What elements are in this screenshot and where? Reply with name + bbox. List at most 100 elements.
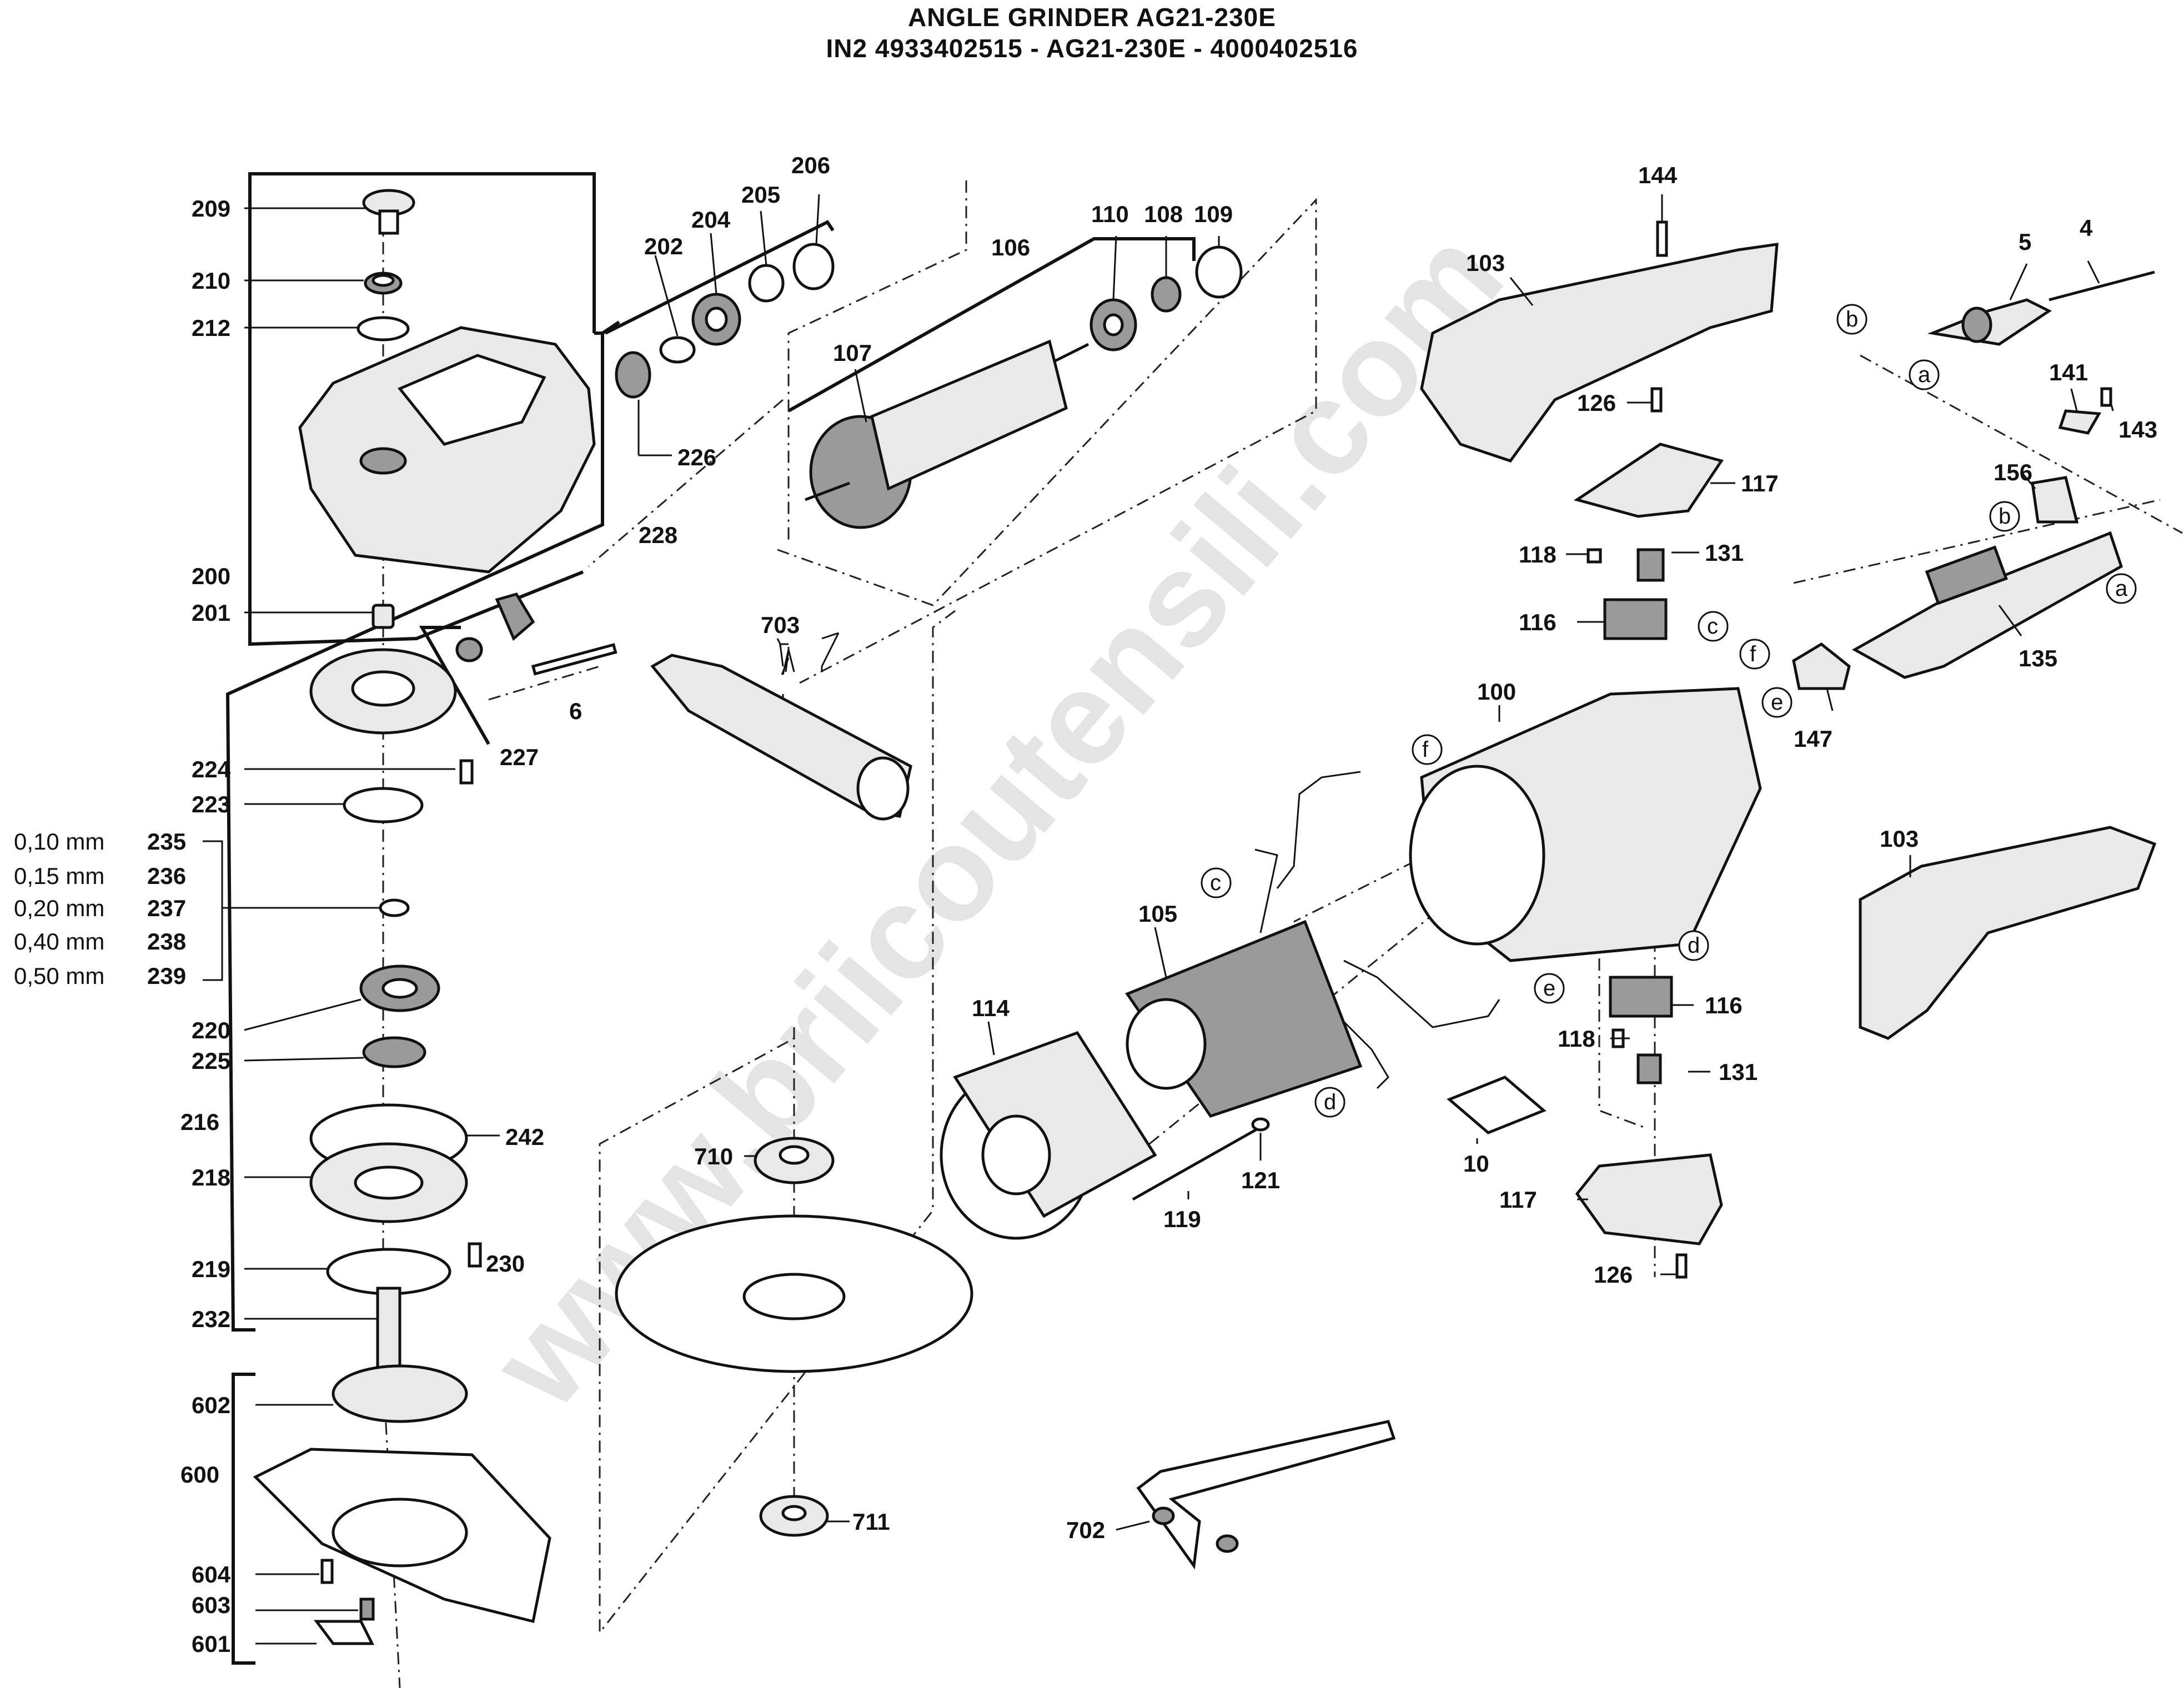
- sleeve-109: [1195, 245, 1243, 299]
- label-601: 601: [192, 1631, 230, 1657]
- label-220: 220: [192, 1017, 230, 1043]
- oring-212: [357, 316, 410, 341]
- label-224: 224: [192, 756, 231, 782]
- label-126-upper: 126: [1577, 390, 1616, 416]
- label-117-lower: 117: [1499, 1187, 1537, 1213]
- label-236: 236: [147, 863, 186, 889]
- connector-b-lower-circle: [1989, 501, 2020, 532]
- diagram-title: ANGLE GRINDER AG21-230E: [908, 3, 1276, 32]
- label-237: 237: [147, 895, 186, 921]
- handle-half-103-upper: [1420, 243, 1779, 463]
- label-116-upper: 116: [1519, 609, 1557, 635]
- seal-225: [362, 1036, 426, 1068]
- screw-143: [2100, 387, 2112, 407]
- guard-600: [253, 1364, 551, 1624]
- screw-118-upper: [1586, 548, 1602, 564]
- grinding-wheel: [615, 1214, 973, 1373]
- label-141: 141: [2049, 359, 2088, 385]
- label-114: 114: [972, 995, 1010, 1021]
- label-121: 121: [1241, 1167, 1280, 1193]
- label-5: 5: [2019, 229, 2031, 255]
- connector-markers: b a b a c f e f c d e d: [1201, 304, 2137, 1118]
- label-103-upper: 103: [1466, 250, 1505, 276]
- label-106: 106: [991, 234, 1030, 260]
- washer-121: [1251, 1117, 1270, 1132]
- connector-d-lower-label: d: [1324, 1090, 1336, 1114]
- switch-135: [1851, 531, 2123, 679]
- screw-126-lower: [1675, 1253, 1688, 1279]
- label-135: 135: [2019, 645, 2057, 671]
- brush-holder-116-upper: [1603, 598, 1668, 640]
- label-6: 6: [569, 698, 582, 724]
- screw-119: [1132, 1126, 1262, 1201]
- field-coil-105: [1125, 920, 1363, 1118]
- part-147: [1792, 642, 1851, 690]
- gear-housing-200: [298, 326, 596, 574]
- label-205: 205: [741, 182, 780, 208]
- label-710: 710: [694, 1143, 733, 1169]
- label-239: 239: [147, 963, 186, 989]
- washer-202: [659, 336, 696, 364]
- cover-117-lower: [1575, 1153, 1723, 1245]
- shim-size-239: 0,50 mm: [14, 963, 104, 989]
- label-110: 110: [1091, 201, 1129, 227]
- cover-117-upper: [1574, 443, 1724, 518]
- screw-144: [1656, 220, 1668, 257]
- label-228: 228: [639, 522, 677, 548]
- label-156: 156: [1994, 459, 2032, 485]
- handle-half-103-lower: [1859, 826, 2157, 1040]
- spring-603: [359, 1597, 375, 1621]
- label-227: 227: [500, 744, 539, 770]
- label-702: 702: [1066, 1517, 1105, 1543]
- label-117-upper: 117: [1741, 470, 1779, 496]
- shim-size-238: 0,40 mm: [14, 928, 104, 955]
- label-232: 232: [192, 1306, 230, 1332]
- label-143: 143: [2118, 416, 2157, 443]
- bearing-110: [1090, 298, 1137, 351]
- shim-size-237: 0,20 mm: [14, 895, 104, 921]
- label-126-lower: 126: [1594, 1262, 1633, 1288]
- label-201: 201: [192, 600, 230, 626]
- label-225: 225: [192, 1048, 230, 1074]
- screw-6: [531, 643, 617, 676]
- label-216: 216: [180, 1109, 219, 1135]
- carbon-brush-131-lower: [1636, 1053, 1662, 1084]
- connector-e-upper-label: e: [1771, 690, 1783, 715]
- side-handle-703: [650, 654, 912, 821]
- connector-d-upper-label: d: [1688, 933, 1700, 958]
- bearing-flange-216: [309, 1103, 468, 1223]
- connector-d-lower-circle: [1314, 1087, 1345, 1118]
- label-108: 108: [1144, 201, 1183, 227]
- connector-b-upper-circle: [1836, 304, 1867, 335]
- connector-d-upper-circle: [1678, 930, 1709, 961]
- bearing-220: [359, 964, 440, 1012]
- outer-nut-711: [759, 1495, 829, 1537]
- label-103-lower: 103: [1880, 826, 1919, 852]
- label-105: 105: [1138, 901, 1177, 927]
- insulation-10: [1447, 1076, 1547, 1134]
- label-10: 10: [1463, 1151, 1489, 1177]
- label-119: 119: [1163, 1206, 1201, 1232]
- guard-group-bracket: [232, 1373, 255, 1665]
- connector-e-upper-circle: [1761, 687, 1793, 718]
- label-4: 4: [2080, 215, 2093, 241]
- bearing-204: [691, 293, 741, 346]
- ring-108: [1151, 276, 1182, 313]
- part-labels: 209 210 212 200 201 202 204 205 206 226 …: [14, 152, 2157, 1657]
- lever-601: [314, 1620, 375, 1645]
- knob-209: [362, 189, 415, 235]
- label-210: 210: [192, 268, 230, 294]
- connector-f-upper-label: f: [1750, 642, 1756, 666]
- diagram-subtitle: IN2 4933402515 - AG21-230E - 4000402516: [826, 34, 1358, 63]
- bevel-gear-bracket: [419, 626, 490, 745]
- label-230: 230: [486, 1250, 525, 1277]
- motor-housing-100: [1409, 687, 1762, 962]
- shim-size-236: 0,15 mm: [14, 863, 104, 889]
- screw-126-upper: [1650, 387, 1663, 413]
- leader-lines: [222, 194, 2114, 1645]
- connector-b-lower-label: b: [1999, 504, 2011, 529]
- label-238: 238: [147, 928, 186, 955]
- connector-a-lower-label: a: [2115, 576, 2128, 601]
- fan-baffle-114: [940, 1031, 1157, 1240]
- connector-b-upper-label: b: [1846, 307, 1858, 331]
